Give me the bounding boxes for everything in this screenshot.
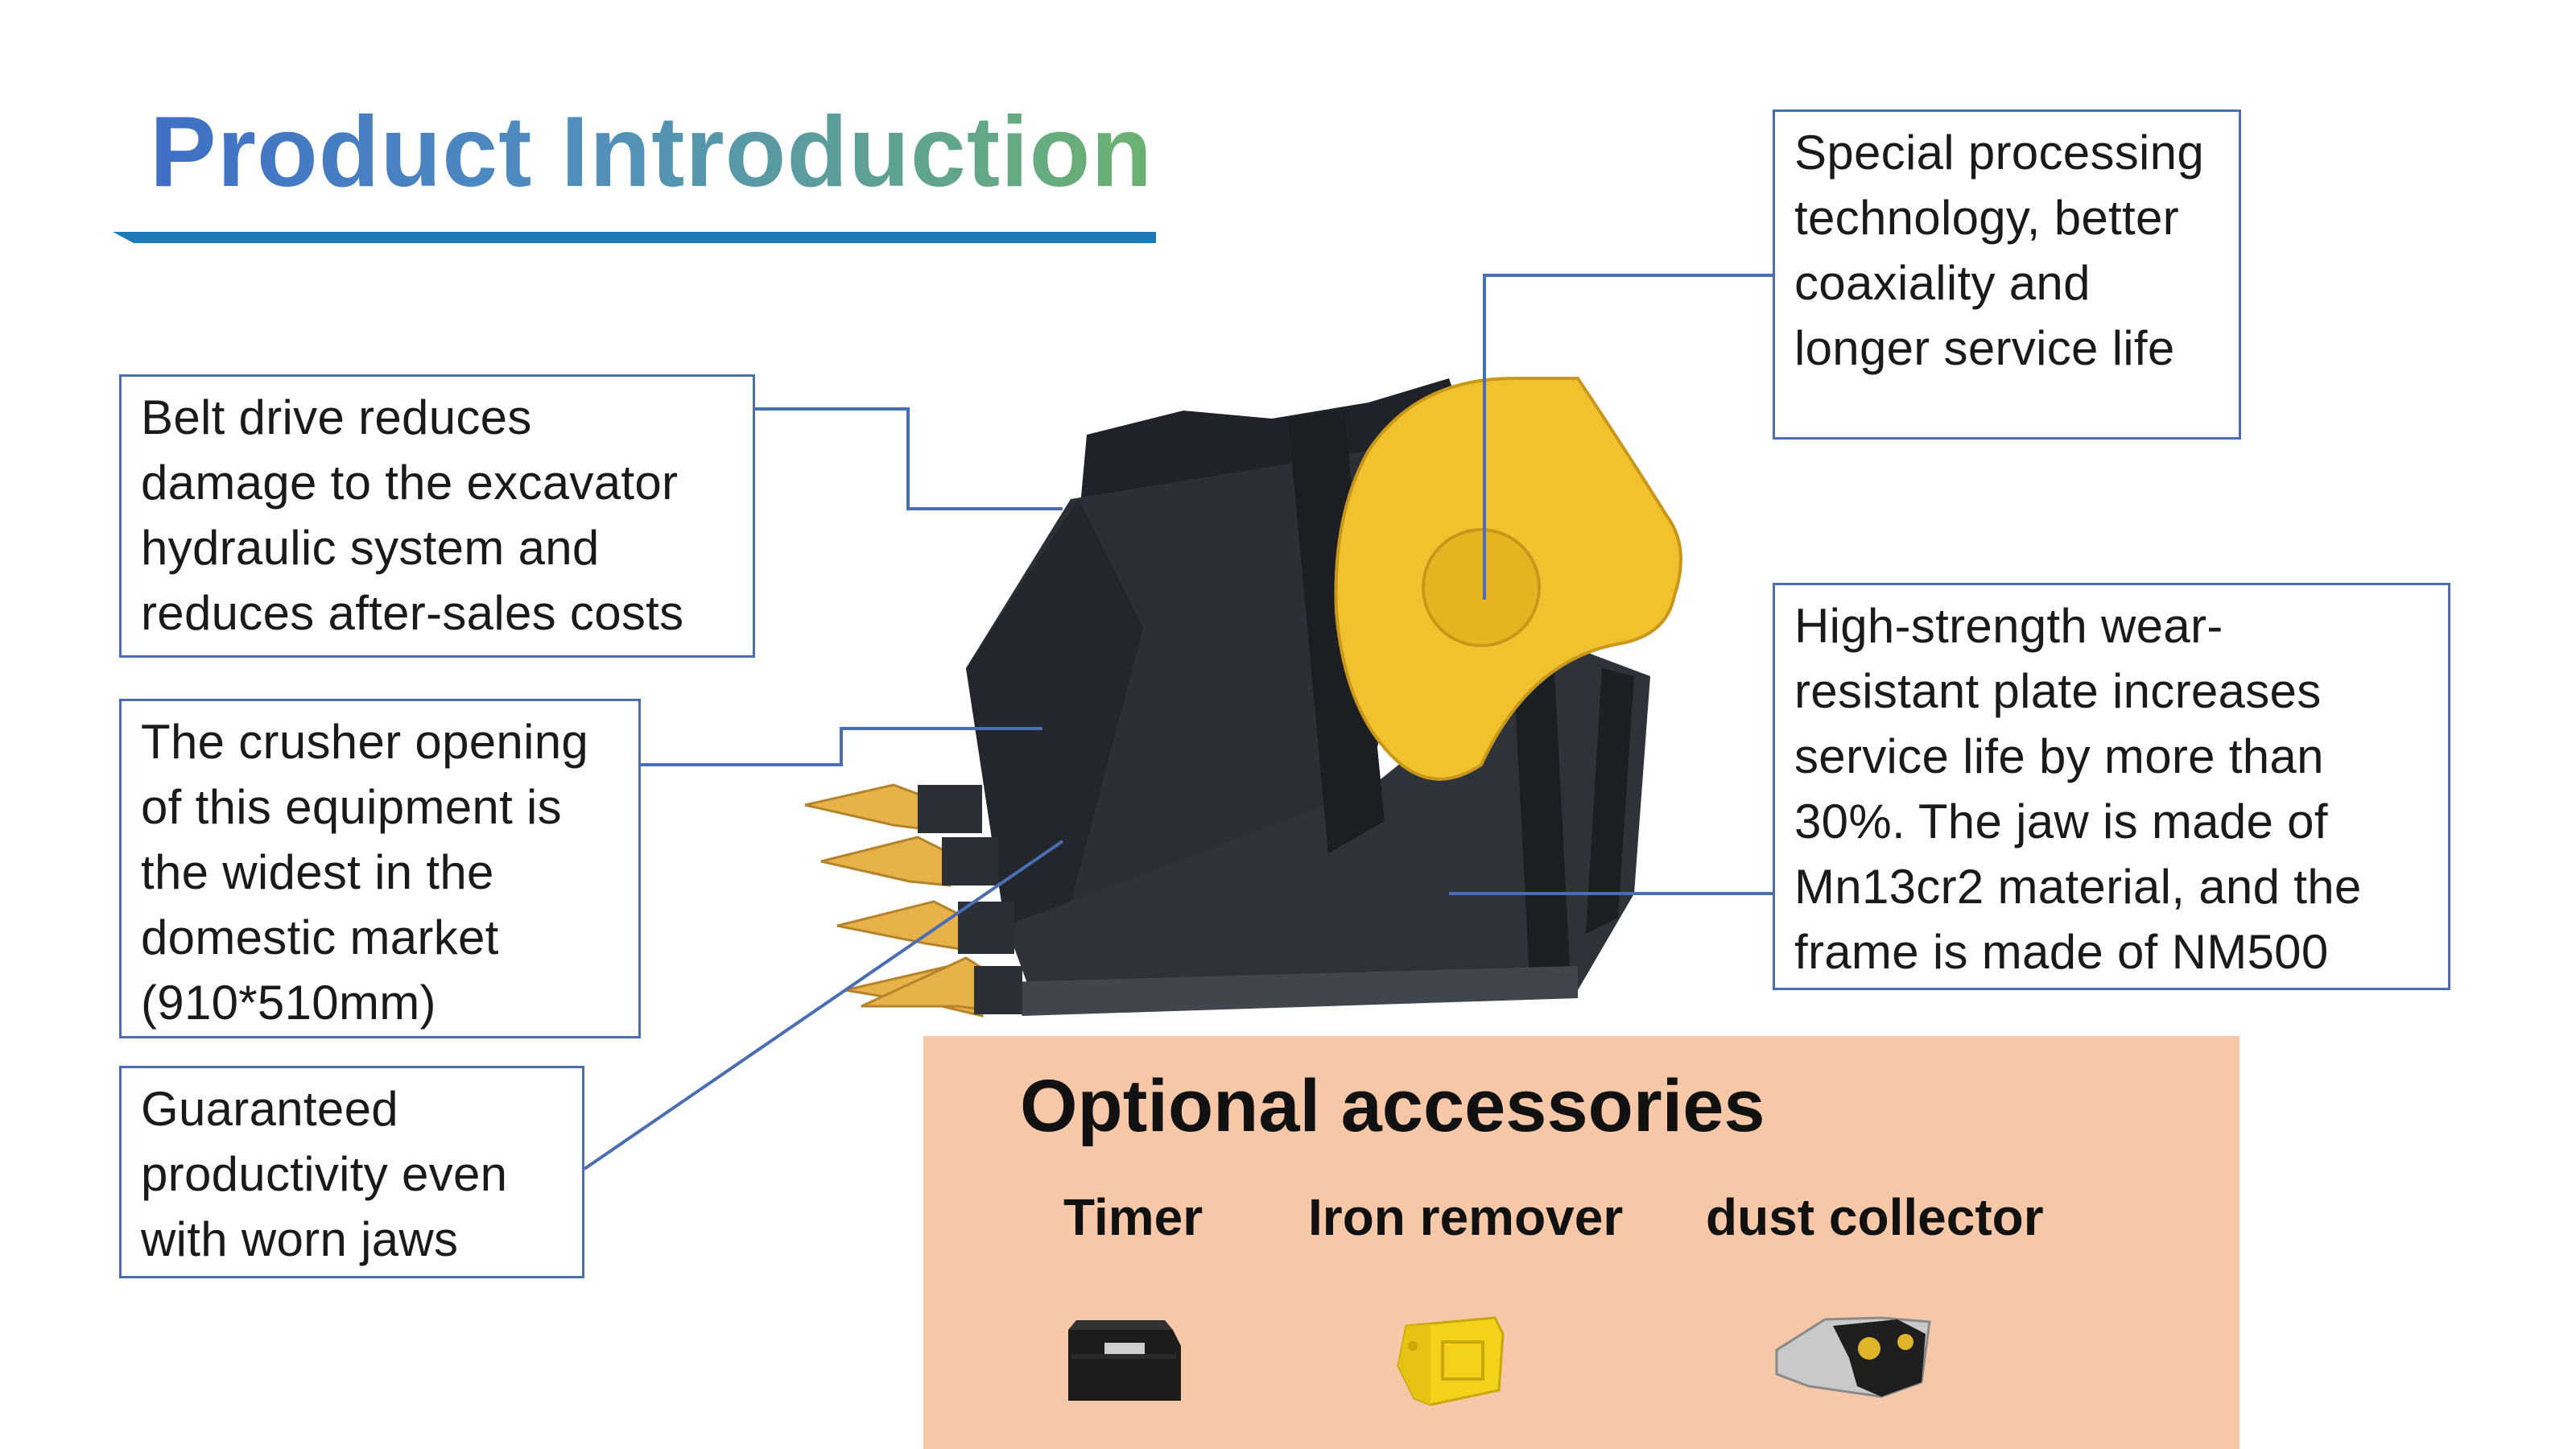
callout-line: Guaranteed xyxy=(141,1082,398,1136)
callout-line: Belt drive reduces xyxy=(141,390,532,444)
callout-line: technology, better xyxy=(1794,191,2179,245)
timer-box-icon xyxy=(1068,1320,1181,1401)
accessories-panel: Optional accessories Timer Iron remover … xyxy=(923,1036,2240,1449)
callout-line: service life by more than xyxy=(1794,729,2324,783)
callout-belt-drive: Belt drive reduces damage to the excavat… xyxy=(119,374,755,658)
accessory-label-timer: Timer xyxy=(1063,1188,1203,1246)
callout-line: The crusher opening xyxy=(141,715,589,769)
callout-line: domestic market xyxy=(141,910,499,964)
accessory-label-dust-collector: dust collector xyxy=(1706,1188,2044,1246)
callout-line: (910*510mm) xyxy=(141,976,436,1030)
callout-line: damage to the excavator xyxy=(141,456,679,510)
callout-line: of this equipment is xyxy=(141,780,562,834)
callout-line: hydraulic system and xyxy=(141,521,600,575)
callout-worn-jaws: Guaranteed productivity even with worn j… xyxy=(119,1066,584,1278)
accessories-title: Optional accessories xyxy=(1020,1065,1765,1147)
callout-line: High-strength wear- xyxy=(1794,599,2223,653)
callout-line: Special processing xyxy=(1794,126,2205,180)
callout-line: frame is made of NM500 xyxy=(1794,925,2329,979)
callout-line: Mn13cr2 material, and the xyxy=(1794,860,2362,914)
callout-line: with worn jaws xyxy=(141,1212,459,1266)
callout-line: resistant plate increases xyxy=(1794,664,2322,718)
callout-line: reduces after-sales costs xyxy=(141,586,684,640)
callout-line: longer service life xyxy=(1794,321,2175,375)
accessory-label-iron-remover: Iron remover xyxy=(1308,1188,1624,1246)
callout-wear-plate: High-strength wear- resistant plate incr… xyxy=(1773,583,2450,990)
iron-remover-icon xyxy=(1397,1316,1505,1406)
callout-line: 30%. The jaw is made of xyxy=(1794,795,2328,848)
callout-processing: Special processing technology, better co… xyxy=(1773,109,2241,440)
callout-crusher-opening: The crusher opening of this equipment is… xyxy=(119,699,641,1038)
dust-collector-icon xyxy=(1775,1316,1931,1398)
page-title: Product Introduction xyxy=(150,97,1154,208)
callout-line: the widest in the xyxy=(141,845,494,899)
callout-line: coaxiality and xyxy=(1794,256,2091,310)
callout-line: productivity even xyxy=(141,1147,508,1201)
